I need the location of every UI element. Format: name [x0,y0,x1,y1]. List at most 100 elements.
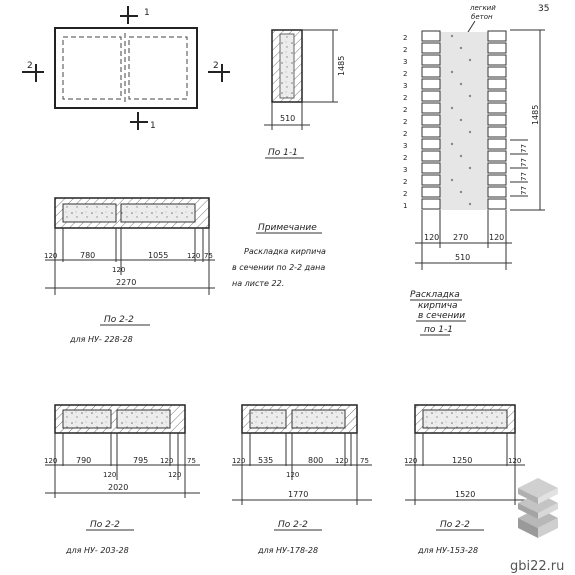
watermark-text: gbi22.ru [510,559,564,574]
svg-text:270: 270 [453,233,468,242]
brick-right [487,126,507,138]
section-2-2-c: 120 535 800 120 75 120 1770 По 2-2 для Н… [232,404,372,555]
masonry-caption-4: по 1-1 [424,325,453,335]
masonry-caption-2: кирпича [418,301,458,311]
svg-text:780: 780 [80,251,95,260]
row-count-label: 2 [403,94,407,102]
svg-text:1: 1 [144,8,150,18]
svg-text:800: 800 [308,456,323,465]
brick-left [421,114,441,126]
row-count-label: 2 [403,154,407,162]
svg-text:1055: 1055 [148,251,168,260]
svg-text:120: 120 [44,457,57,465]
row-count-label: 2 [403,46,407,54]
row-count-label: 2 [403,34,407,42]
note-line3: на листе 22. [232,279,284,288]
svg-text:120: 120 [112,266,125,274]
concrete-speckle [450,106,454,110]
front-view-inner-left [62,36,122,100]
brick-right [487,102,507,114]
note: Примечание Раскладка кирпича в сечении п… [232,223,326,288]
section-a-title: По 2-2 [104,315,134,325]
brick-left [421,66,441,78]
brick-left [421,138,441,150]
page-number: 35 [538,4,549,14]
section-mark-2-left: 2 [22,61,44,82]
concrete-speckle [468,130,472,134]
note-line2: в сечении по 2-2 дана [232,263,325,272]
section-1-1-title: По 1-1 [268,148,298,158]
section-a-subtitle: для НУ- 228-28 [69,335,133,344]
brick-left [421,174,441,186]
brick-left [421,42,441,54]
section-c-subtitle: для НУ-178-28 [257,546,318,555]
svg-text:75: 75 [204,252,213,260]
section-b-title: По 2-2 [90,520,120,530]
concrete-speckle [459,118,463,122]
masonry-caption-3: в сечении [418,311,465,321]
masonry-height: 1485 [531,105,540,125]
brick-left [421,186,441,198]
front-view: 1 1 2 2 [22,6,230,131]
svg-text:77: 77 [520,172,528,181]
svg-text:535: 535 [258,456,273,465]
row-count-label: 3 [403,166,407,174]
section-2-2-b: 120 790 795 120 75 120 120 2020 По 2-2 д… [44,404,200,555]
row-count-label: 2 [403,70,407,78]
front-view-outline [54,27,198,109]
section-mark-2-right: 2 [208,61,230,82]
concrete-speckle [450,70,454,74]
row-count-label: 1 [403,202,407,210]
brick-right [487,150,507,162]
svg-text:120: 120 [424,233,439,242]
svg-text:120: 120 [489,233,504,242]
brick-right [487,78,507,90]
section-a-total: 2270 [116,278,136,287]
section-2-2-a: 120 780 1055 120 75 120 2270 По 2-2 для … [44,197,215,344]
svg-text:75: 75 [360,457,369,465]
svg-text:120: 120 [44,252,57,260]
watermark-logo-icon [518,478,558,538]
masonry-step-dims: 77 77 77 77 [510,139,528,197]
masonry-total-width: 510 [455,253,470,262]
brick-left [421,126,441,138]
brick-rows [421,30,507,210]
svg-text:120: 120 [103,471,116,479]
svg-text:120: 120 [232,457,245,465]
section-b-total: 2020 [108,483,128,492]
brick-right [487,174,507,186]
section-b-subtitle: для НУ- 203-28 [65,546,129,555]
svg-text:2: 2 [27,61,33,71]
brick-left [421,54,441,66]
masonry-caption-1: Раскладка [410,290,460,300]
brick-left [421,150,441,162]
brick-right [487,138,507,150]
brick-left [421,198,441,210]
svg-text:75: 75 [187,457,196,465]
row-count-label: 2 [403,106,407,114]
concrete-speckle [468,166,472,170]
svg-text:120: 120 [508,457,521,465]
brick-left [421,162,441,174]
section-2-2-d: 120 1250 120 1520 По 2-2 для НУ-153-28 [404,404,525,555]
svg-text:77: 77 [520,186,528,195]
svg-text:120: 120 [187,252,200,260]
svg-text:77: 77 [520,158,528,167]
section-d-subtitle: для НУ-153-28 [417,546,478,555]
row-count-label: 3 [403,58,407,66]
brick-right [487,54,507,66]
brick-left [421,78,441,90]
concrete-speckle [468,58,472,62]
row-count-label: 2 [403,130,407,138]
svg-text:120: 120 [160,457,173,465]
watermark: gbi22.ru [510,478,564,574]
row-count-label: 2 [403,178,407,186]
brick-right [487,66,507,78]
svg-text:790: 790 [76,456,91,465]
svg-text:2: 2 [213,61,219,71]
brick-left [421,102,441,114]
concrete-speckle [450,142,454,146]
